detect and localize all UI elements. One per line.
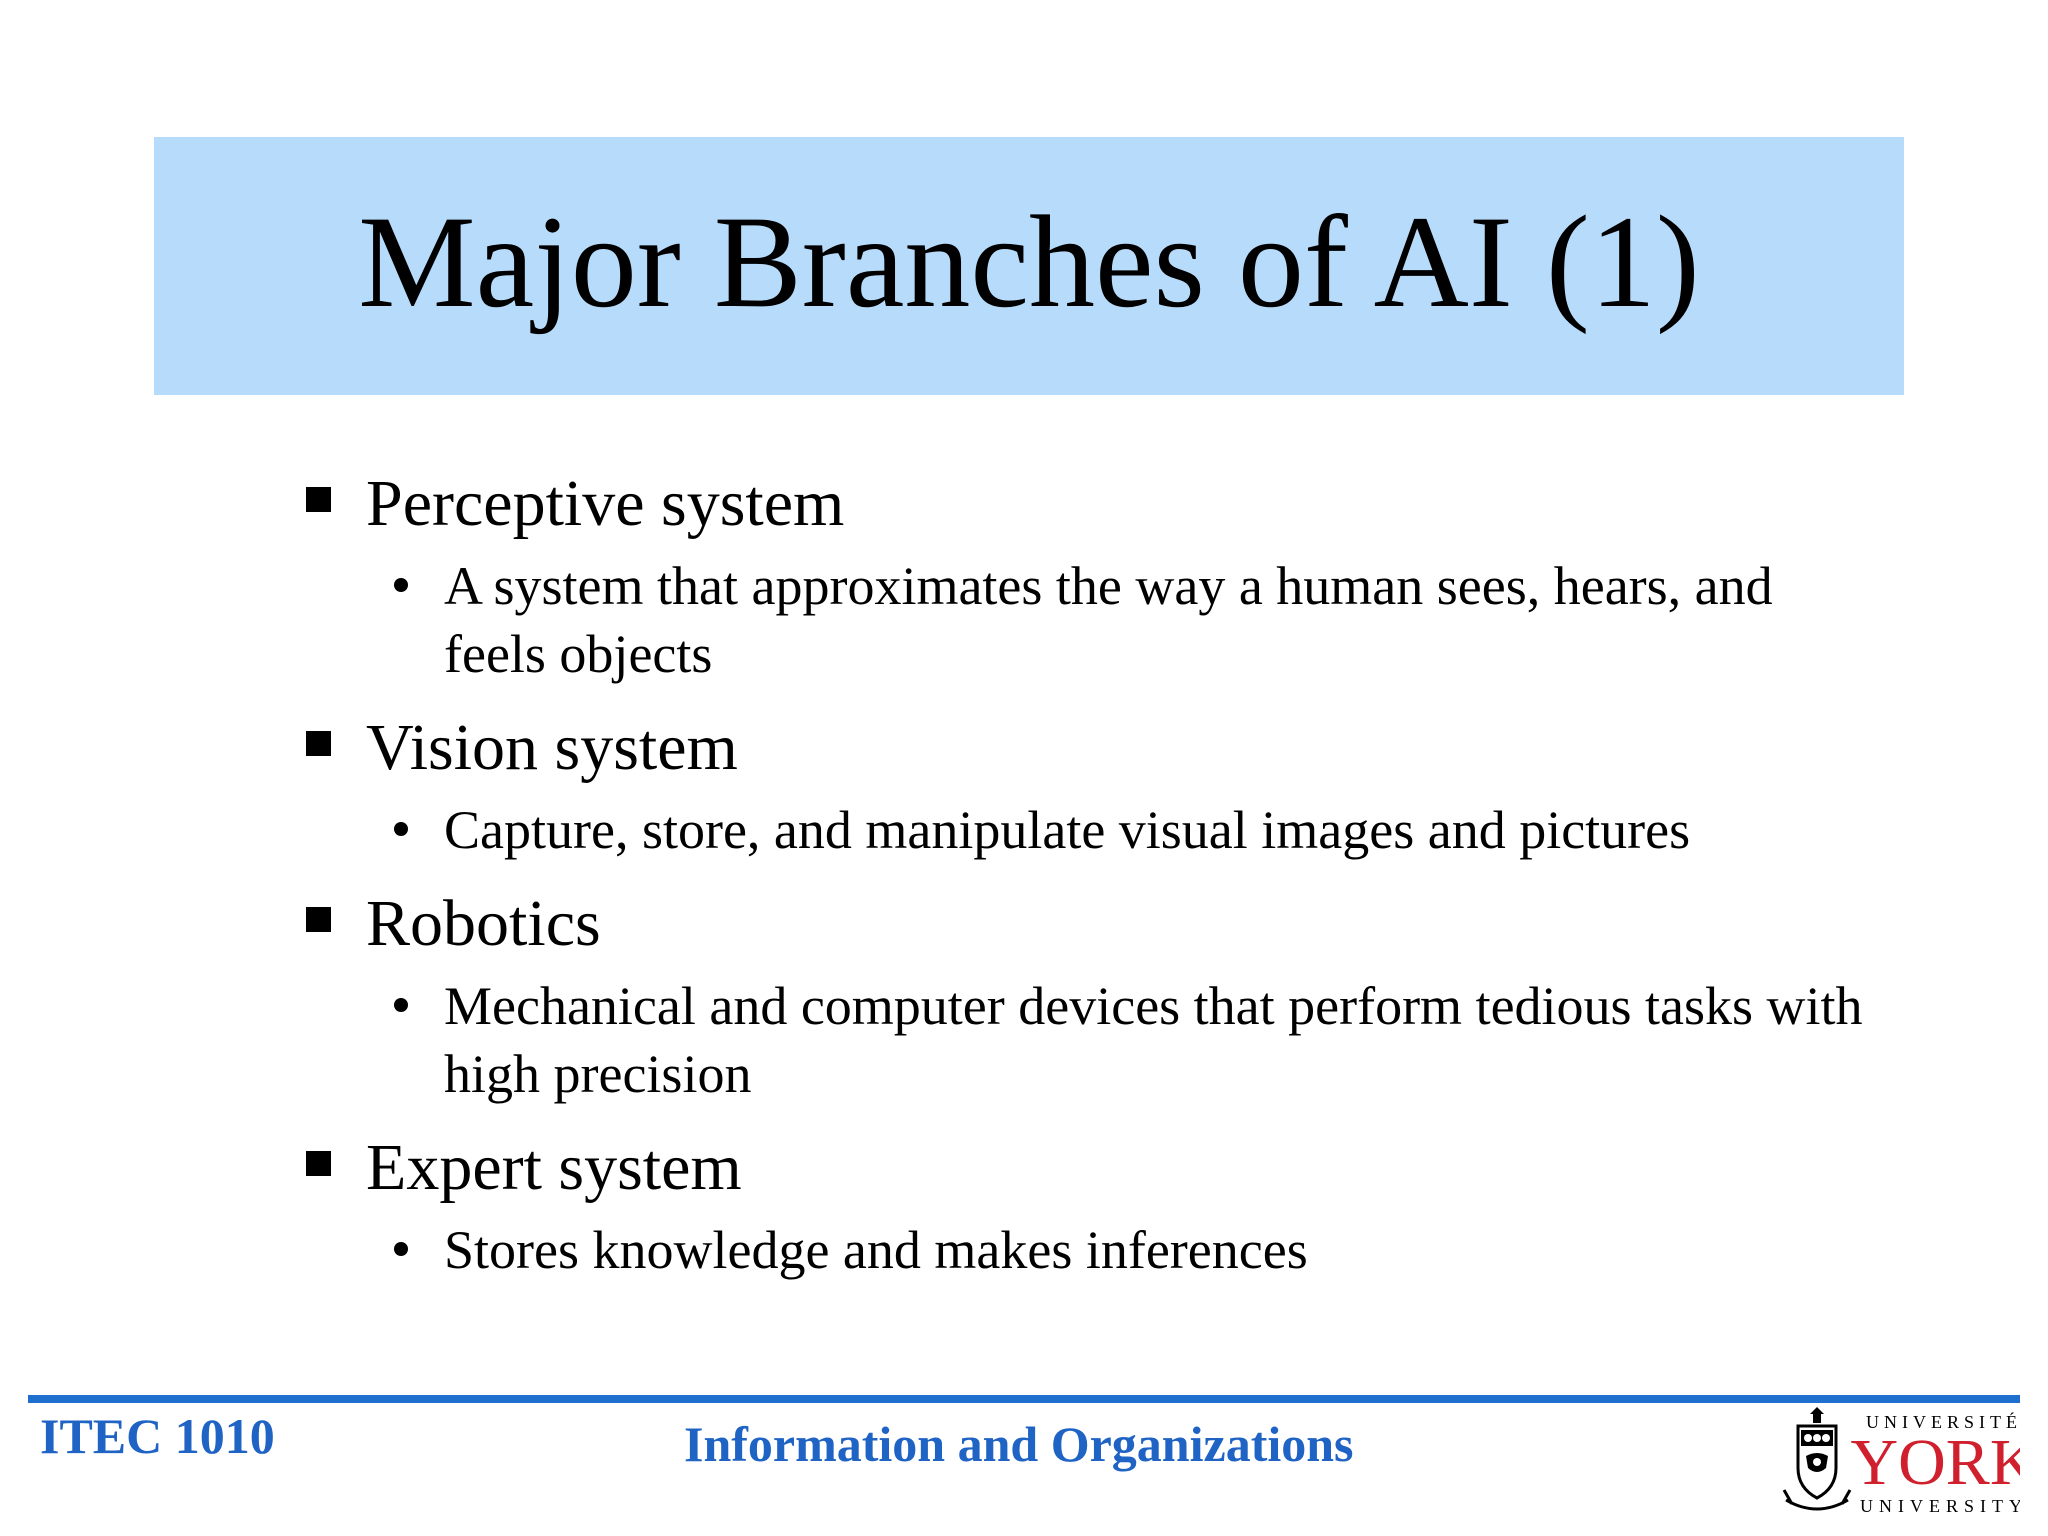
round-bullet-icon [394, 1242, 408, 1256]
bullet-text: Perceptive system [366, 467, 845, 540]
sub-bullet-item: Stores knowledge and makes inferences [394, 1216, 1906, 1284]
sub-bullet-item: Mechanical and computer devices that per… [394, 972, 1906, 1108]
round-bullet-icon [394, 578, 408, 592]
bullet-group: Perceptive system A system that approxim… [306, 456, 1906, 688]
bullet-group: Expert system Stores knowledge and makes… [306, 1120, 1906, 1284]
sub-bullet-text: Stores knowledge and makes inferences [444, 1220, 1308, 1280]
course-subtitle: Information and Organizations [684, 1416, 1354, 1472]
sub-bullet-text: Mechanical and computer devices that per… [444, 976, 1863, 1104]
square-bullet-icon [306, 487, 331, 512]
title-band: Major Branches of AI (1) [154, 137, 1904, 395]
logo-top-text: UNIVERSITÉ [1866, 1411, 2020, 1432]
sub-bullet-item: Capture, store, and manipulate visual im… [394, 796, 1906, 864]
bullet-item: Perceptive system [306, 456, 1906, 552]
round-bullet-icon [394, 998, 408, 1012]
york-crest-icon [1782, 1407, 1852, 1511]
bullet-group: Vision system Capture, store, and manipu… [306, 700, 1906, 864]
bullet-item: Vision system [306, 700, 1906, 796]
sub-bullet-text: A system that approximates the way a hum… [444, 556, 1773, 684]
square-bullet-icon [306, 907, 331, 932]
bullet-text: Expert system [366, 1131, 742, 1204]
bullet-item: Expert system [306, 1120, 1906, 1216]
sub-bullet-text: Capture, store, and manipulate visual im… [444, 800, 1691, 860]
slide-title: Major Branches of AI (1) [358, 188, 1700, 335]
bullet-text: Vision system [366, 711, 738, 784]
sub-bullet-item: A system that approximates the way a hum… [394, 552, 1906, 688]
bullet-text: Robotics [366, 887, 601, 960]
bullet-item: Robotics [306, 876, 1906, 972]
course-code: ITEC 1010 [40, 1408, 275, 1464]
square-bullet-icon [306, 731, 331, 756]
footer-divider [28, 1395, 2020, 1403]
bullet-list: Perceptive system A system that approxim… [306, 456, 1906, 1296]
york-university-logo: UNIVERSITÉ YORK UNIVERSITY [1782, 1407, 2020, 1516]
square-bullet-icon [306, 1151, 331, 1176]
round-bullet-icon [394, 822, 408, 836]
bullet-group: Robotics Mechanical and computer devices… [306, 876, 1906, 1108]
logo-main-text: YORK [1850, 1426, 2020, 1499]
logo-bottom-text: UNIVERSITY [1860, 1496, 2020, 1516]
